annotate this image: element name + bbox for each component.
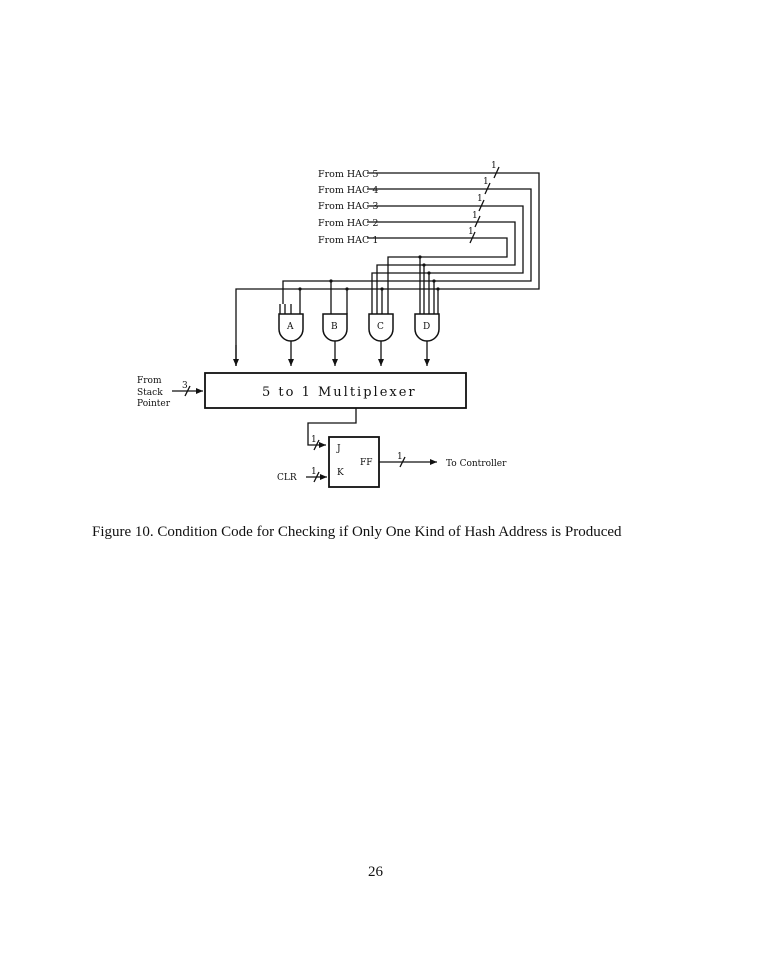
gate-label-a: A bbox=[286, 322, 294, 332]
input-label-hac3: From HAC 3 bbox=[318, 201, 378, 212]
input-label-hac5: From HAC 5 bbox=[318, 169, 378, 180]
j-input-width: 1 bbox=[311, 435, 317, 445]
flip-flop: J K FF bbox=[328, 436, 380, 488]
wire-hac1 bbox=[367, 237, 508, 304]
and-gate-a: A bbox=[278, 304, 304, 342]
gate-input-taps bbox=[299, 257, 439, 304]
stack-pointer-width: 3 bbox=[182, 381, 188, 391]
ff-label: FF bbox=[360, 458, 373, 468]
ff-k-label: K bbox=[337, 468, 344, 478]
and-gate-d: D bbox=[414, 304, 440, 342]
bus-width-hac2: 1 bbox=[472, 211, 478, 221]
bus-width-hac3: 1 bbox=[477, 194, 483, 204]
multiplexer: 5 to 1 Multiplexer bbox=[204, 372, 467, 409]
controller-output: 1 To Controller bbox=[379, 452, 507, 469]
ff-j-label: J bbox=[336, 444, 341, 454]
k-input-width: 1 bbox=[311, 467, 317, 477]
bus-width-hac1: 1 bbox=[468, 227, 474, 237]
input-label-hac1: From HAC 1 bbox=[318, 235, 378, 246]
wire-hac2 bbox=[367, 221, 516, 304]
wire-hac4 bbox=[282, 188, 532, 304]
wire-hac3 bbox=[367, 205, 524, 304]
clr-input: CLR 1 bbox=[277, 467, 327, 483]
gate-label-b: B bbox=[331, 322, 338, 332]
input-label-hac2: From HAC 2 bbox=[318, 218, 378, 229]
bus-width-hac5: 1 bbox=[491, 161, 497, 171]
multiplexer-label: 5 to 1 Multiplexer bbox=[262, 385, 417, 400]
output-width: 1 bbox=[397, 452, 403, 462]
junction-dots bbox=[298, 255, 440, 291]
bus-width-hac4: 1 bbox=[483, 177, 489, 187]
stack-pointer-input: From Stack Pointer 3 bbox=[137, 376, 203, 409]
stack-pointer-line3: Pointer bbox=[137, 399, 171, 409]
stack-pointer-line2: Stack bbox=[137, 388, 163, 398]
clr-label: CLR bbox=[277, 473, 297, 483]
stack-pointer-line1: From bbox=[137, 376, 162, 386]
page-number: 26 bbox=[368, 864, 383, 880]
wire-hac5 bbox=[235, 172, 540, 366]
bus-marks-inputs: 1 1 1 1 1 bbox=[468, 161, 500, 244]
and-gate-c: C bbox=[368, 304, 394, 342]
gate-label-c: C bbox=[377, 322, 384, 332]
gate-outputs bbox=[233, 341, 430, 366]
mux-output-wire: 1 bbox=[307, 408, 357, 451]
output-label: To Controller bbox=[446, 459, 507, 469]
and-gate-b: B bbox=[322, 304, 348, 342]
figure-caption: Figure 10. Condition Code for Checking i… bbox=[92, 524, 622, 540]
input-label-hac4: From HAC 4 bbox=[318, 185, 378, 196]
gate-label-d: D bbox=[423, 322, 430, 332]
